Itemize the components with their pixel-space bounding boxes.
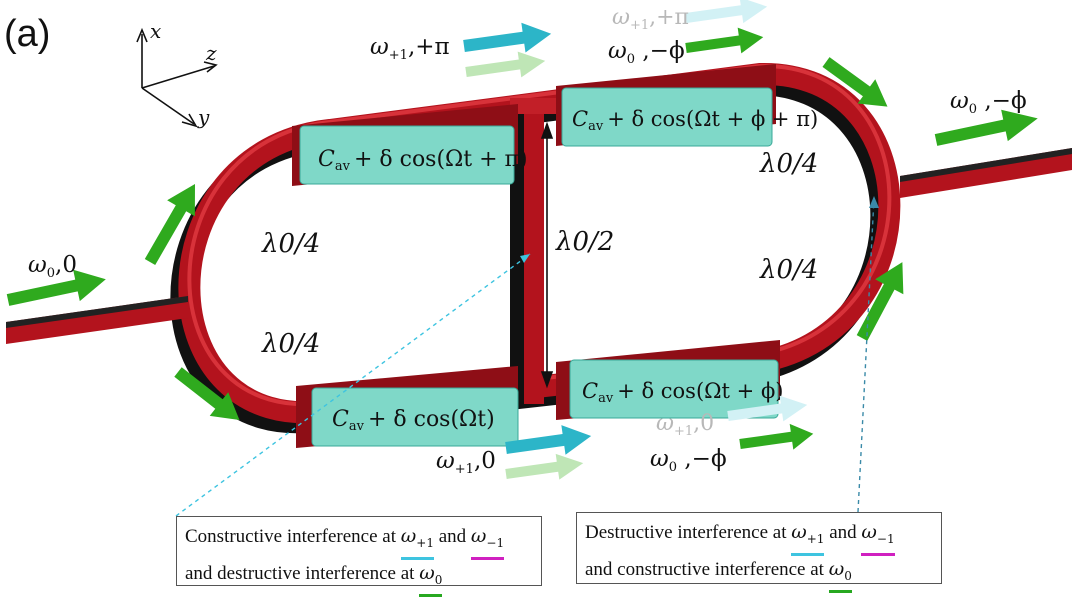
mod-bl-sub: av [349,419,365,434]
arrow-bottom-faded-cyan-icon [727,395,808,422]
svg-text:Cav+ δ cos(Ωt): Cav+ δ cos(Ωt) [332,407,495,434]
mod-bl-rest: + δ cos(Ωt) [368,407,495,432]
arrow-top-cyan-icon [463,22,552,53]
arrow-right-up-icon [856,262,904,341]
signal-input: ω0,0 [28,252,77,281]
leader-right-head [869,196,879,208]
ring-waveguide [178,62,901,424]
mod-br-rest: + δ cos(Ωt + ϕ) [617,379,783,403]
faded-cyan-arrows [685,0,808,422]
caption-right-line1: Destructive interference at ω+1 and ω−1 [585,519,933,556]
axis-label-x: x [150,19,161,43]
arrow-top-faded-green-icon [465,51,546,78]
center-length-arrow [540,121,554,389]
svg-text:Cav+ δ cos(Ωt + ϕ + π): Cav+ δ cos(Ωt + ϕ + π) [572,107,818,134]
mod-tl-c: C [318,147,335,172]
leader-left [175,253,531,517]
svg-text:Cav+ δ cos(Ωt + π): Cav+ δ cos(Ωt + π) [318,147,528,174]
leader-left-head [520,254,530,263]
mod-tl-rest: + δ cos(Ωt + π) [354,147,528,172]
svg-text:Cav+ δ cos(Ωt + ϕ): Cav+ δ cos(Ωt + ϕ) [582,379,783,406]
arrow-input-icon [6,269,106,306]
arrow-left-up-icon [144,184,195,265]
length-center: λ0/2 [555,227,614,257]
modulator-top-left: Cav+ δ cos(Ωt + π) [292,104,528,186]
mod-br-c: C [582,379,598,403]
mod-tr-rest: + δ cos(Ωt + ϕ + π) [607,107,818,131]
signal-top-w1: ω+1,+π [370,34,450,63]
arrow-top-w0-icon [685,27,764,54]
caption-right-line2: and constructive interference at ω0 [585,556,933,593]
mod-tr-sub: av [588,119,604,134]
axis-label-y: y [197,105,210,129]
length-lower-left: λ0/4 [261,329,320,359]
cyan-arrows [463,22,592,455]
modulator-top-right: Cav+ δ cos(Ωt + ϕ + π) [556,64,818,147]
mod-tr-c: C [572,107,588,131]
arrow-bottom-w0-icon [739,423,814,450]
faded-green-arrows [465,51,584,480]
caption-right: Destructive interference at ω+1 and ω−1 … [576,512,942,593]
signal-top-w0: ω0 ,−ϕ [608,38,685,67]
length-upper-left: λ0/4 [261,229,320,259]
caption-left-line2: and destructive interference at ω0 [185,560,533,597]
output-waveguide [900,148,1072,198]
modulator-bottom-left: Cav+ δ cos(Ωt) [296,366,519,448]
modulator-bottom-right: Cav+ δ cos(Ωt + ϕ) [556,340,783,420]
arrow-bottom-faded-green-icon [505,453,584,480]
caption-left-line1: Constructive interference at ω+1 and ω−1 [185,523,533,560]
signal-top-w1-faded: ω+1,+π [612,5,689,33]
signal-output: ω0 ,−ϕ [950,88,1027,117]
arrow-bottom-cyan-icon [505,425,592,455]
length-upper-right: λ0/4 [759,149,818,179]
input-waveguide [6,296,188,344]
arrow-right-top-icon [822,57,888,107]
caption-left: Constructive interference at ω+1 and ω−1… [176,516,542,597]
leader-right [857,197,875,513]
arrow-left-down-icon [174,367,240,421]
axis-label-z: z [205,41,217,65]
panel-label: (a) [4,13,50,55]
coordinate-axes [136,27,218,128]
mod-bl-c: C [332,407,349,432]
mod-tl-sub: av [335,159,351,174]
green-arrows [6,27,1038,450]
signal-bottom-w0: ω0 ,−ϕ [650,446,727,475]
center-waveguide [524,102,544,404]
arrow-output-icon [934,109,1038,146]
signal-bottom-w1-faded: ω+1,0 [656,411,714,439]
signal-bottom-w1: ω+1,0 [436,448,496,477]
length-lower-right: λ0/4 [759,255,818,285]
arrow-top-faded-cyan-icon [685,0,768,24]
center-waveguide-top [510,98,570,114]
mod-br-sub: av [598,391,614,406]
